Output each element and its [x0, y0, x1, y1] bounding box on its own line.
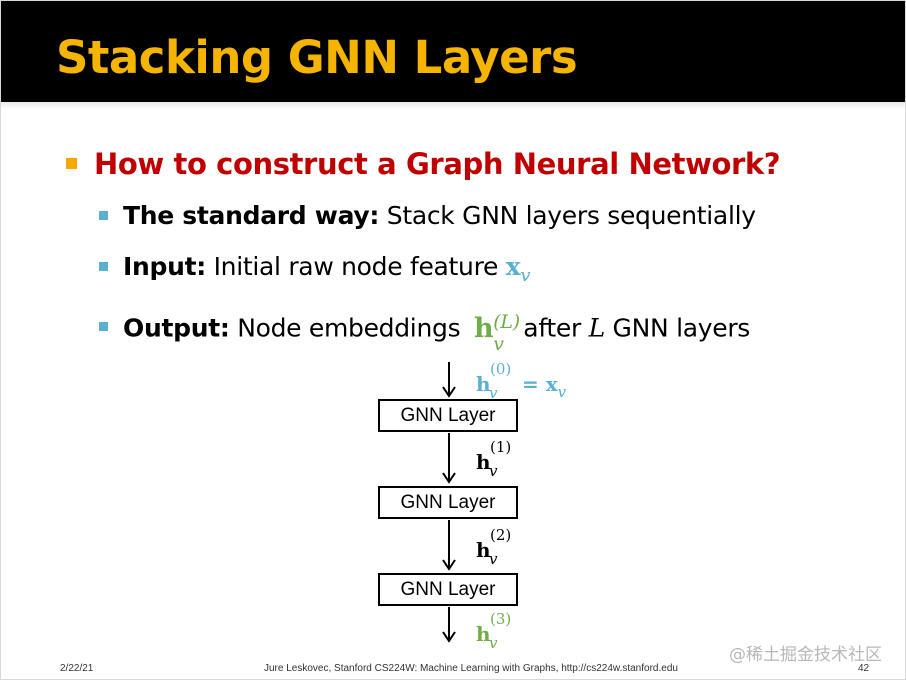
arrow-down-icon — [442, 520, 456, 571]
layer-count-math: L — [588, 313, 606, 343]
bullet-label: The standard way: — [123, 201, 380, 230]
page-number: 42 — [858, 663, 870, 674]
slide-title: Stacking GNN Layers — [56, 31, 578, 84]
title-bar — [0, 0, 906, 102]
output-embedding-math: h(L)v — [473, 311, 520, 355]
bullet-text: Node embeddings — [229, 313, 468, 343]
sub-bullet-square-icon — [99, 262, 108, 271]
bullet-input: Input: Initial raw node feature xv — [123, 249, 531, 294]
bullet-standard-way: The standard way: Stack GNN layers seque… — [123, 198, 756, 234]
arrow-down-icon — [442, 433, 456, 484]
gnn-layer-box-3: GNN Layer — [378, 573, 518, 606]
bullet-text: Initial raw node feature — [205, 252, 506, 281]
footer-date: 2/22/21 — [60, 663, 94, 674]
watermark: @稀土掘金技术社区 — [729, 645, 882, 665]
gnn-layer-box-1: GNN Layer — [378, 399, 518, 432]
sub-bullet-square-icon — [99, 322, 108, 331]
arrow-down-icon — [442, 607, 456, 643]
sub-bullet-square-icon — [99, 211, 108, 220]
arrow-down-icon — [442, 362, 456, 398]
bullet-square-icon — [66, 158, 77, 169]
bullet-text: Stack GNN layers sequentially — [379, 201, 756, 230]
bullet-label: Output: — [123, 313, 230, 343]
input-feature-math: xv — [505, 252, 531, 286]
slide-heading: How to construct a Graph Neural Network? — [94, 147, 781, 181]
title-divider — [0, 102, 906, 110]
bullet-label: Input: — [123, 252, 206, 281]
bullet-text-end: GNN layers — [604, 313, 751, 343]
footer-credit: Jure Leskovec, Stanford CS224W: Machine … — [264, 663, 678, 674]
bullet-text-after: after — [523, 313, 589, 343]
gnn-layer-box-2: GNN Layer — [378, 486, 518, 519]
